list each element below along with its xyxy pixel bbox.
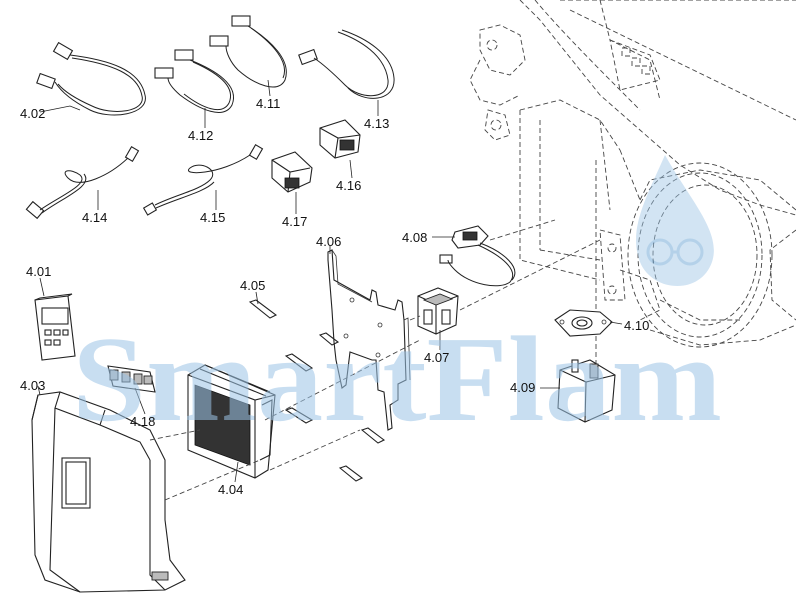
transformer-drawing (417, 287, 459, 335)
cable-4-13-drawing (298, 29, 395, 99)
label-4-05: 4.05 (240, 278, 265, 293)
mounting-plate-drawing (327, 249, 411, 431)
cable-4-02-drawing (36, 41, 146, 116)
spacer-bolts-drawing (248, 299, 386, 482)
label-4-01: 4.01 (26, 264, 51, 279)
cover-drawing (31, 391, 186, 593)
leader-lines (37, 79, 623, 483)
label-4-04: 4.04 (218, 482, 243, 497)
watermark-text: SmartFlam (72, 312, 722, 447)
label-4-07: 4.07 (424, 350, 449, 365)
control-unit-drawing (187, 364, 276, 479)
plug-4-17-drawing (271, 151, 313, 193)
label-4-15: 4.15 (200, 210, 225, 225)
burner-housing (469, 0, 796, 370)
label-4-11: 4.11 (256, 96, 280, 111)
assembly-guide-lines (149, 219, 601, 501)
part-labels: 4.02 4.12 4.11 4.13 4.14 4.15 4.17 4.16 … (20, 96, 649, 497)
cable-4-11-drawing (209, 15, 287, 88)
brand-logo-drop (636, 155, 714, 287)
label-4-06: 4.06 (316, 234, 341, 249)
label-4-17: 4.17 (282, 214, 307, 229)
label-4-09: 4.09 (510, 380, 535, 395)
label-4-08: 4.08 (402, 230, 427, 245)
cable-4-14-drawing (25, 146, 140, 220)
sensor-cable-drawing (439, 225, 516, 287)
label-4-16: 4.16 (336, 178, 361, 193)
label-4-14: 4.14 (82, 210, 107, 225)
ignition-transformer-drawing (557, 359, 616, 423)
terminal-connectors-drawing (107, 365, 156, 393)
cable-4-12-drawing (154, 49, 234, 113)
label-4-10: 4.10 (624, 318, 649, 333)
label-4-12: 4.12 (188, 128, 213, 143)
label-4-03: 4.03 (20, 378, 45, 393)
label-4-18: 4.18 (130, 414, 155, 429)
label-4-13: 4.13 (364, 116, 389, 131)
cable-4-15-drawing (142, 144, 264, 216)
plug-4-16-drawing (319, 119, 361, 159)
label-4-02: 4.02 (20, 106, 45, 121)
display-panel-drawing (34, 293, 76, 361)
